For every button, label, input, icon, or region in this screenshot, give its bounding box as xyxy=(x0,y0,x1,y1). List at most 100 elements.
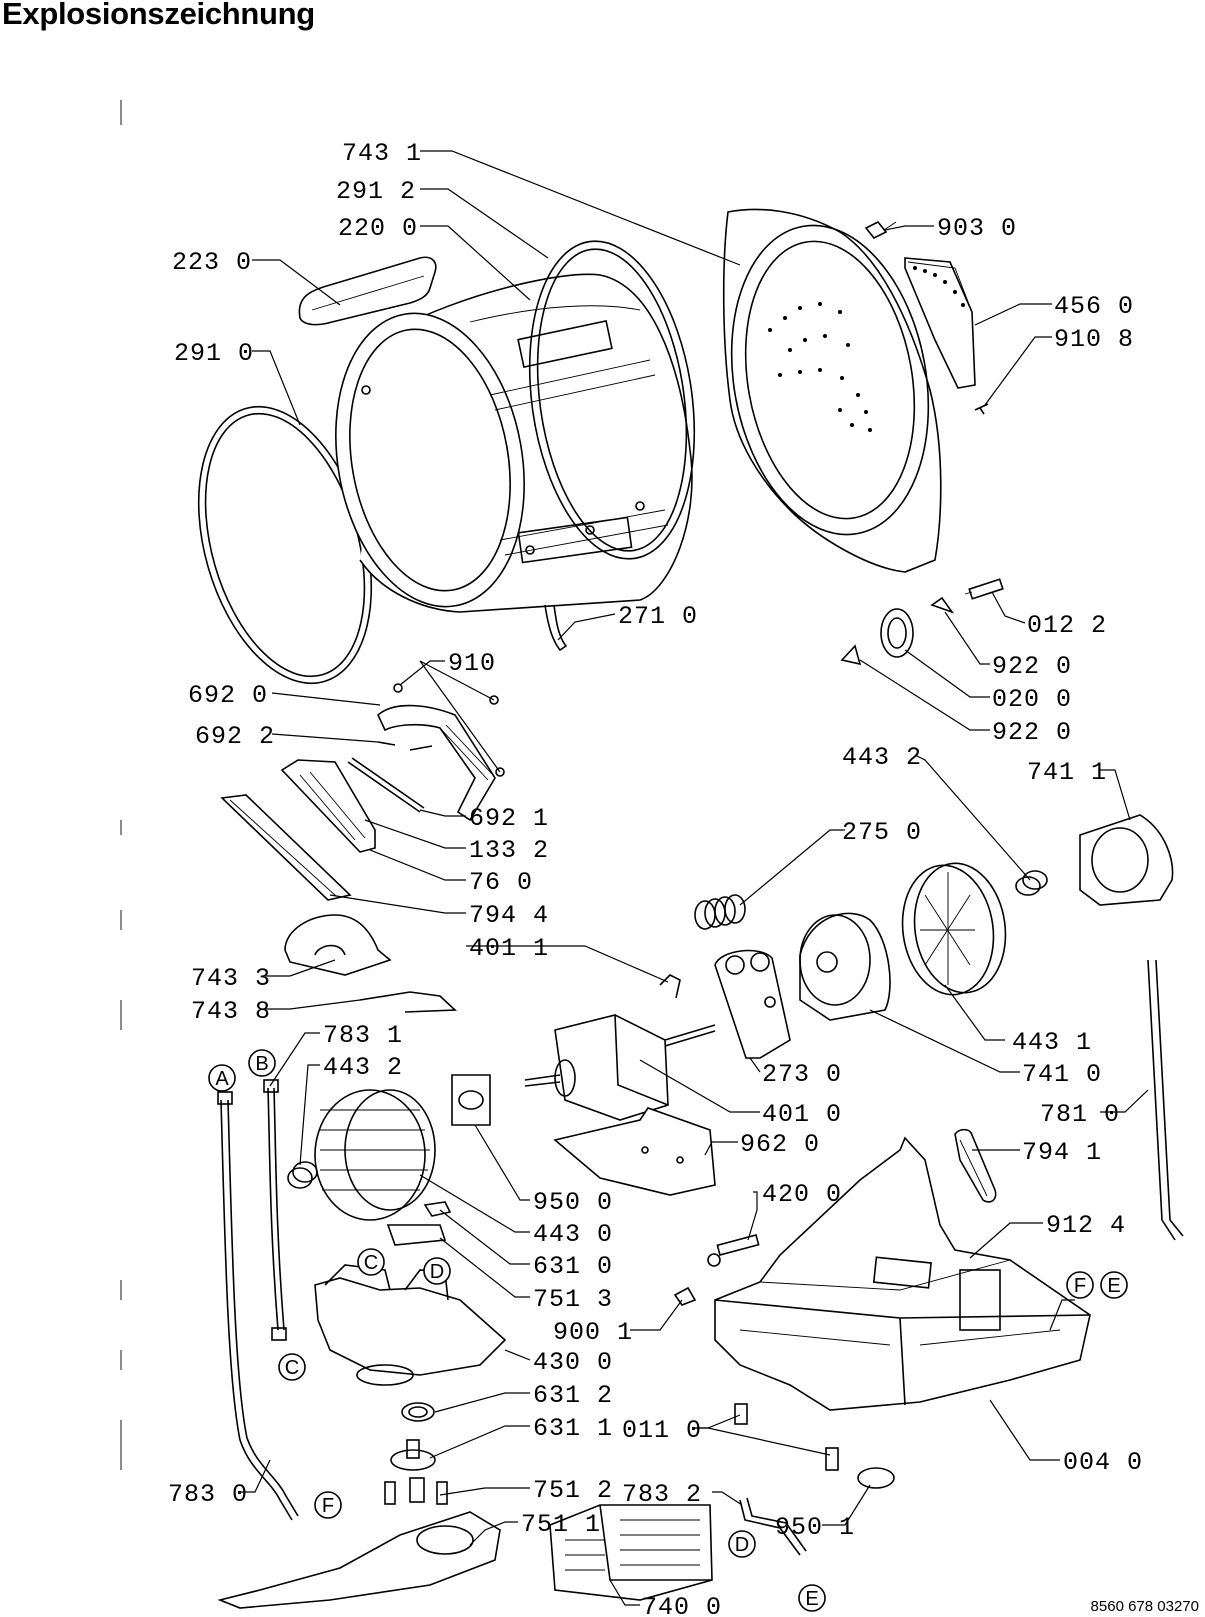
part-751-2-switches xyxy=(384,1477,448,1505)
part-910-8-screw xyxy=(974,403,989,415)
label-456-0: 456 0 xyxy=(1054,292,1134,321)
label-950-1: 950 1 xyxy=(775,1513,855,1542)
label-443-1: 443 1 xyxy=(1012,1028,1092,1057)
label-012-2: 012 2 xyxy=(1027,611,1107,640)
label-631-1: 631 1 xyxy=(533,1414,613,1443)
document-number: 8560 678 03270 xyxy=(1090,1598,1199,1615)
label-794-1: 794 1 xyxy=(1022,1138,1102,1167)
page-title: Explosionszeichnung xyxy=(2,0,315,31)
part-443-2b-coupling xyxy=(287,1161,318,1189)
part-783-0-hose xyxy=(217,1091,299,1521)
part-922-clip-a xyxy=(930,596,955,614)
part-922-clip-b xyxy=(840,644,862,666)
part-751-3-switch xyxy=(386,1224,447,1246)
part-741-1-fan-cover xyxy=(1079,814,1174,906)
connector-c-mid: C xyxy=(357,1248,385,1276)
part-401-1-clip xyxy=(659,974,681,999)
label-443-2-a: 443 2 xyxy=(842,743,922,772)
label-950-0: 950 0 xyxy=(533,1188,613,1217)
label-912-4: 912 4 xyxy=(1046,1211,1126,1240)
label-220-0: 220 0 xyxy=(338,214,418,243)
part-783-1-hose xyxy=(263,1079,287,1341)
label-420-0: 420 0 xyxy=(762,1180,842,1209)
svg-text:B: B xyxy=(255,1053,268,1075)
label-740-0: 740 0 xyxy=(642,1593,722,1617)
part-950-0-bracket xyxy=(451,1074,491,1126)
part-741-0-fan-housing xyxy=(799,912,891,1021)
label-783-0: 783 0 xyxy=(168,1480,248,1509)
part-692-1-rod xyxy=(347,757,425,813)
label-011-0: 011 0 xyxy=(622,1416,702,1445)
label-692-0: 692 0 xyxy=(188,681,268,710)
connector-b-top: B xyxy=(248,1049,276,1077)
part-020-bearing xyxy=(880,608,914,658)
rear-panel-perforation xyxy=(768,302,872,432)
part-133-lint-filter xyxy=(280,759,376,853)
label-223-0: 223 0 xyxy=(172,248,252,277)
connector-f-bottom: F xyxy=(314,1491,342,1519)
label-783-1: 783 1 xyxy=(323,1021,403,1050)
label-903-0: 903 0 xyxy=(937,214,1017,243)
connector-e-bottom: E xyxy=(798,1584,826,1612)
label-900-1: 900 1 xyxy=(553,1318,633,1347)
part-430-pump xyxy=(314,1264,507,1386)
svg-text:C: C xyxy=(364,1252,378,1274)
label-273-0: 273 0 xyxy=(762,1060,842,1089)
label-751-3: 751 3 xyxy=(533,1285,613,1314)
label-443-2-b: 443 2 xyxy=(323,1053,403,1082)
svg-text:E: E xyxy=(805,1588,818,1610)
label-741-0: 741 0 xyxy=(1022,1060,1102,1089)
label-631-2: 631 2 xyxy=(533,1381,613,1410)
label-401-0: 401 0 xyxy=(762,1100,842,1129)
part-004-base-frame xyxy=(714,1136,1091,1411)
label-922-0-b: 922 0 xyxy=(992,718,1072,747)
part-420-sensor xyxy=(707,1234,760,1267)
part-275-spring xyxy=(694,894,746,930)
label-631-0: 631 0 xyxy=(533,1252,613,1281)
part-903-clip xyxy=(864,220,897,240)
label-922-0-a: 922 0 xyxy=(992,652,1072,681)
part-631-2-ring xyxy=(401,1402,435,1422)
label-743-1: 743 1 xyxy=(342,139,422,168)
part-794-4-seal xyxy=(220,794,352,901)
label-743-8: 743 8 xyxy=(191,997,271,1026)
part-443-1-impeller xyxy=(901,862,1007,996)
label-794-4: 794 4 xyxy=(469,901,549,930)
part-631-0-clip xyxy=(423,1201,452,1217)
part-910-screws xyxy=(393,683,505,777)
part-751-1-base-plate xyxy=(217,1511,501,1609)
svg-text:D: D xyxy=(735,1534,749,1556)
label-962-0: 962 0 xyxy=(740,1130,820,1159)
connector-f-right: F xyxy=(1066,1271,1094,1299)
part-291-2-gasket-ring xyxy=(528,240,696,560)
label-020-0: 020 0 xyxy=(992,685,1072,714)
label-751-2: 751 2 xyxy=(533,1476,613,1505)
part-962-tray xyxy=(553,1107,716,1196)
connector-d-bottom: D xyxy=(728,1530,756,1558)
part-271-clip xyxy=(544,604,568,652)
part-label-group: 743 1 291 2 220 0 223 0 291 0 903 0 456 … xyxy=(168,139,1142,1617)
label-430-0: 430 0 xyxy=(533,1348,613,1377)
label-743-3: 743 3 xyxy=(191,964,271,993)
svg-text:A: A xyxy=(215,1068,229,1090)
part-900-1-clip xyxy=(673,1286,697,1306)
connector-c-left: C xyxy=(278,1353,306,1381)
part-783-2-hose xyxy=(739,1497,807,1556)
label-76-0: 76 0 xyxy=(469,868,533,897)
part-456-heater xyxy=(904,257,976,389)
part-740-condenser xyxy=(549,1504,713,1601)
label-133-2: 133 2 xyxy=(469,836,549,865)
label-443-0: 443 0 xyxy=(533,1220,613,1249)
part-743-8-wire xyxy=(359,991,457,1013)
svg-text:C: C xyxy=(285,1357,299,1379)
connector-e-right: E xyxy=(1100,1271,1128,1299)
svg-text:D: D xyxy=(430,1261,444,1283)
part-401-0-motor xyxy=(524,1014,716,1121)
part-781-tube xyxy=(1147,959,1184,1241)
label-781-0: 781 0 xyxy=(1040,1100,1120,1129)
label-692-1: 692 1 xyxy=(469,804,549,833)
svg-text:F: F xyxy=(322,1495,334,1517)
label-751-1: 751 1 xyxy=(521,1510,601,1539)
connector-d-mid: D xyxy=(423,1257,451,1285)
label-741-1: 741 1 xyxy=(1027,758,1107,787)
